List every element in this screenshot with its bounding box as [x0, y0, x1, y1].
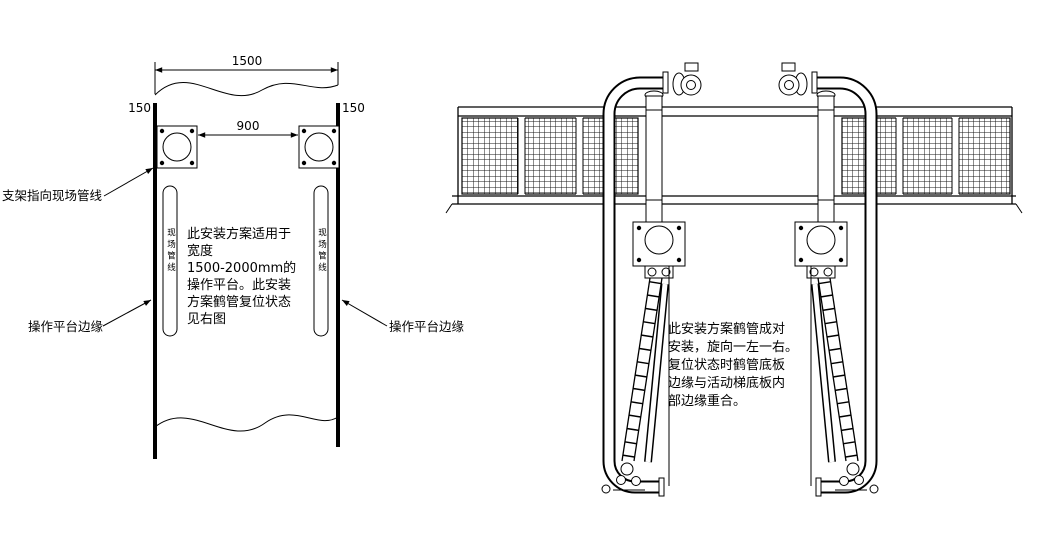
platform-rails — [445, 106, 1023, 214]
mesh-panel-dividers — [517, 117, 960, 195]
elevation-note-line-1: 此安装方案鹤管成对 — [668, 321, 785, 337]
platform-edge-right-label: 操作平台边缘 — [389, 319, 465, 334]
break-line-top — [154, 82, 339, 96]
elevation-note-line-5: 部边缘重合。 — [668, 393, 746, 409]
plan-note-line-5: 方案鹤管复位状态 — [187, 294, 291, 310]
break-line-bottom — [154, 414, 339, 432]
site-pipe-right: 现场管线 — [313, 185, 329, 337]
plan-note-line-2: 宽度 — [187, 243, 213, 259]
elevation-note: 此安装方案鹤管成对 安装，旋向一左一右。 复位状态时鹤管底板 边缘与活动梯底板内… — [668, 321, 798, 409]
dim-150-right: 150 — [342, 101, 365, 115]
mount-plate-left — [156, 125, 198, 169]
site-pipe-left-label: 现场管线 — [166, 228, 176, 274]
elevation-view: 此安装方案鹤管成对 安装，旋向一左一右。 复位状态时鹤管底板 边缘与活动梯底板内… — [445, 63, 1023, 496]
plan-note-line-6: 见右图 — [187, 312, 226, 327]
site-pipe-right-label: 现场管线 — [317, 228, 327, 274]
callout-platform-edge-right: 操作平台边缘 — [341, 299, 465, 334]
dim-900-value: 900 — [237, 119, 260, 133]
dim-900: 900 — [198, 119, 298, 138]
plan-note-line-4: 操作平台。此安装 — [187, 277, 291, 293]
dim-1500: 1500 — [154, 54, 339, 94]
plan-view: 1500 150 150 900 — [2, 54, 465, 459]
dim-1500-value: 1500 — [232, 54, 263, 68]
callout-platform-edge-left: 操作平台边缘 — [28, 299, 152, 334]
platform-edge-left-label: 操作平台边缘 — [28, 319, 104, 334]
mount-plate-right — [298, 125, 340, 169]
dim-150-left: 150 — [128, 101, 151, 115]
plan-note-line-1: 此安装方案适用于 — [187, 226, 291, 242]
site-pipe-left: 现场管线 — [162, 185, 178, 337]
bracket-direction-label: 支架指向现场管线 — [2, 188, 103, 203]
elevation-note-line-2: 安装，旋向一左一右。 — [668, 339, 798, 355]
platform — [445, 106, 1023, 214]
elevation-note-line-4: 边缘与活动梯底板内 — [668, 375, 785, 391]
plan-note: 此安装方案适用于 宽度 1500-2000mm的 操作平台。此安装 方案鹤管复位… — [187, 226, 296, 327]
plan-note-line-3: 1500-2000mm的 — [187, 260, 296, 276]
elevation-note-line-3: 复位状态时鹤管底板 — [668, 357, 785, 373]
callout-bracket-direction: 支架指向现场管线 — [2, 167, 154, 203]
